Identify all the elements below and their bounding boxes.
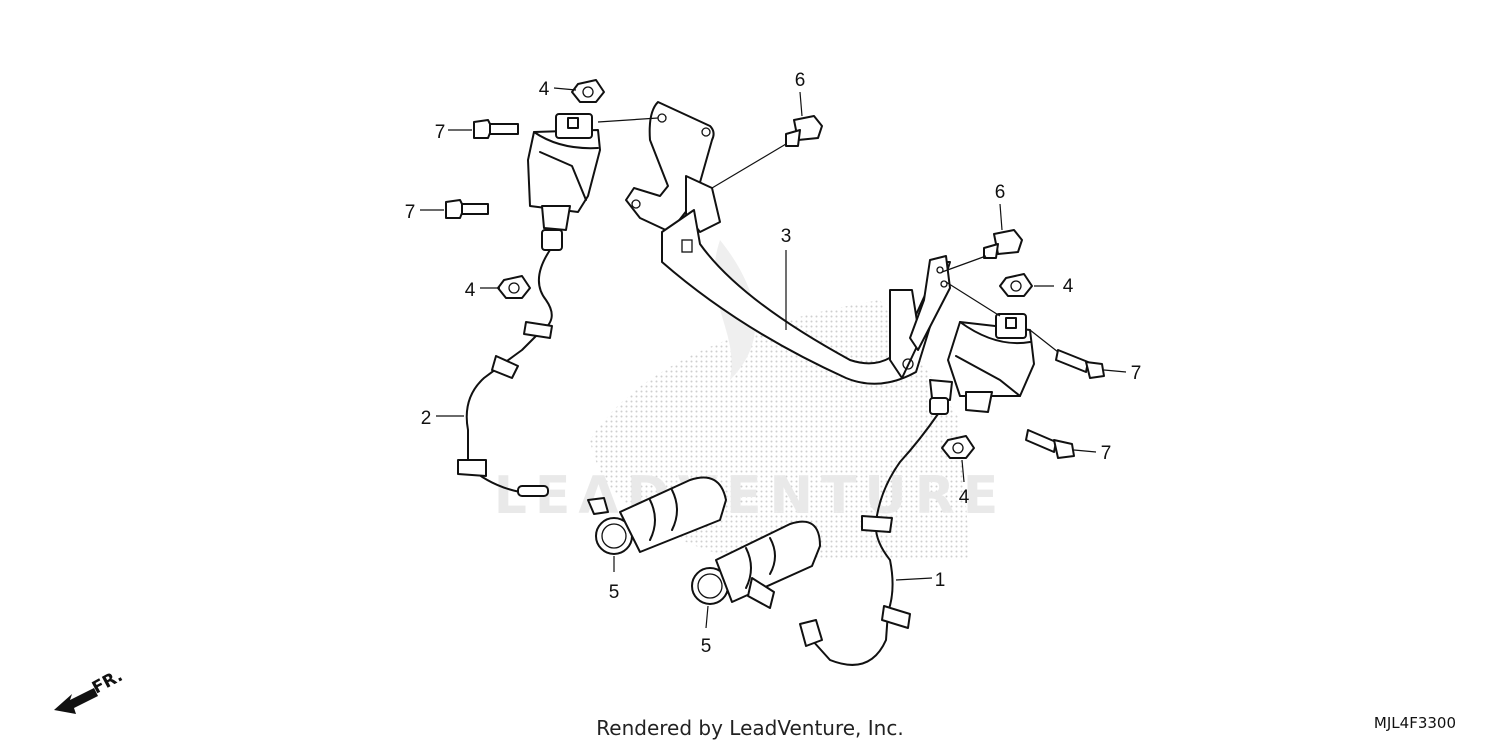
callout-7: 7: [405, 202, 416, 223]
nut-part-4-left: [497, 275, 531, 299]
nut-part-4-right-lower: [941, 435, 975, 459]
spark-plug-wire-part-1: [799, 413, 939, 666]
ignition-coil-right: [929, 313, 1035, 415]
front-direction-indicator: FR.: [50, 664, 150, 724]
callout-4: 4: [465, 280, 476, 301]
ignition-coil-left: [527, 113, 601, 251]
nut-part-4-right-upper: [999, 273, 1033, 297]
bolt-part-6-upper: [785, 115, 823, 147]
plug-cap-part-5-left: [587, 476, 727, 555]
callout-5: 5: [609, 582, 620, 603]
render-credit: Rendered by LeadVenture, Inc.: [596, 716, 904, 740]
callout-2: 2: [421, 408, 432, 429]
watermark-text: LEADVENTURE: [494, 466, 1007, 526]
leader-lines: [420, 87, 1127, 629]
spark-plug-wire-part-2: [457, 249, 553, 497]
callout-4: 4: [539, 79, 550, 100]
callout-1: 1: [935, 570, 946, 591]
callout-7: 7: [435, 122, 446, 143]
nut-part-4-top: [571, 79, 605, 103]
bolt-part-7-d: [1025, 429, 1075, 459]
bolt-part-7-b: [445, 199, 489, 219]
bolt-part-6-lower: [983, 229, 1023, 259]
diagram-code: MJL4F3300: [1373, 714, 1456, 732]
bolt-part-7-a: [473, 119, 519, 139]
callout-7: 7: [1101, 443, 1112, 464]
callout-6: 6: [995, 182, 1006, 203]
callout-labels: 4 7 7 4 2 6 3 6 4 7 7 4 1 5 5: [405, 70, 1142, 657]
bracket-part-3: [625, 101, 951, 385]
callout-7: 7: [1131, 363, 1142, 384]
callout-3: 3: [781, 226, 792, 247]
callout-5: 5: [701, 636, 712, 657]
callout-6: 6: [795, 70, 806, 91]
plug-cap-part-5-right: [691, 520, 821, 609]
bolt-part-7-c: [1055, 349, 1105, 379]
callout-4: 4: [1063, 276, 1074, 297]
callout-4: 4: [959, 487, 970, 508]
arrow-icon: FR.: [54, 666, 126, 714]
